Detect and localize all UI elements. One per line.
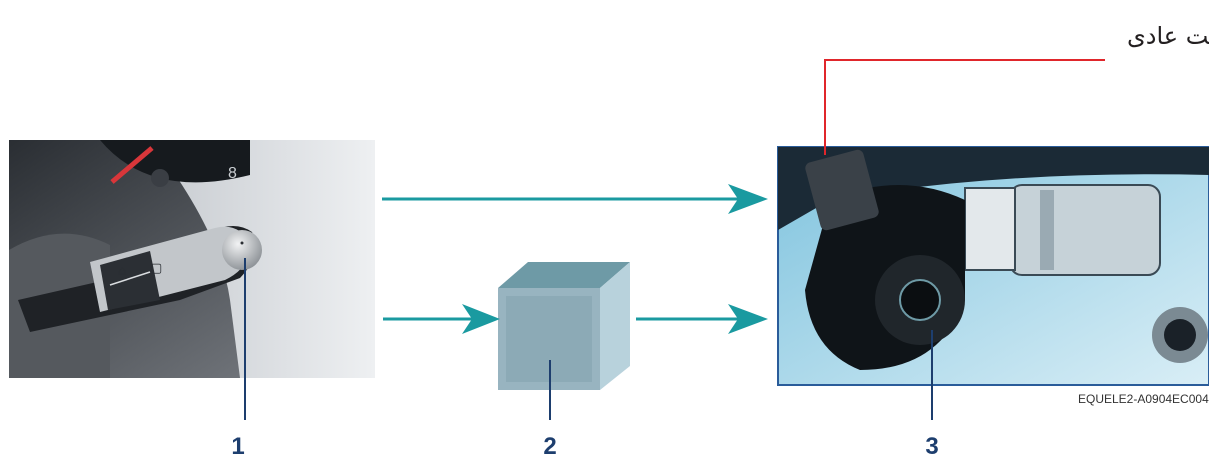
annotation-leader [824, 59, 1105, 155]
svg-text:▢: ▢ [150, 261, 162, 276]
svg-text:⌂: ⌂ [118, 264, 126, 279]
arrow-switch-to-module [383, 304, 500, 334]
arrow-switch-to-motor [382, 184, 768, 214]
arrow-module-to-motor [636, 304, 768, 334]
label-1: 1 [231, 433, 244, 460]
control-module-cube [498, 262, 630, 420]
wiper-motor-photo [777, 146, 1209, 420]
label-3: 3 [925, 433, 938, 460]
label-2: 2 [543, 433, 556, 460]
annotation-text: ۱۲ ولت برگشت به حالت عادی [1127, 22, 1209, 50]
svg-text:8: 8 [228, 165, 237, 182]
stalk-switch-photo: 8 ⌂ ▢ [9, 140, 375, 420]
reference-code: EQUELE2-A0904EC004 [1078, 392, 1209, 406]
